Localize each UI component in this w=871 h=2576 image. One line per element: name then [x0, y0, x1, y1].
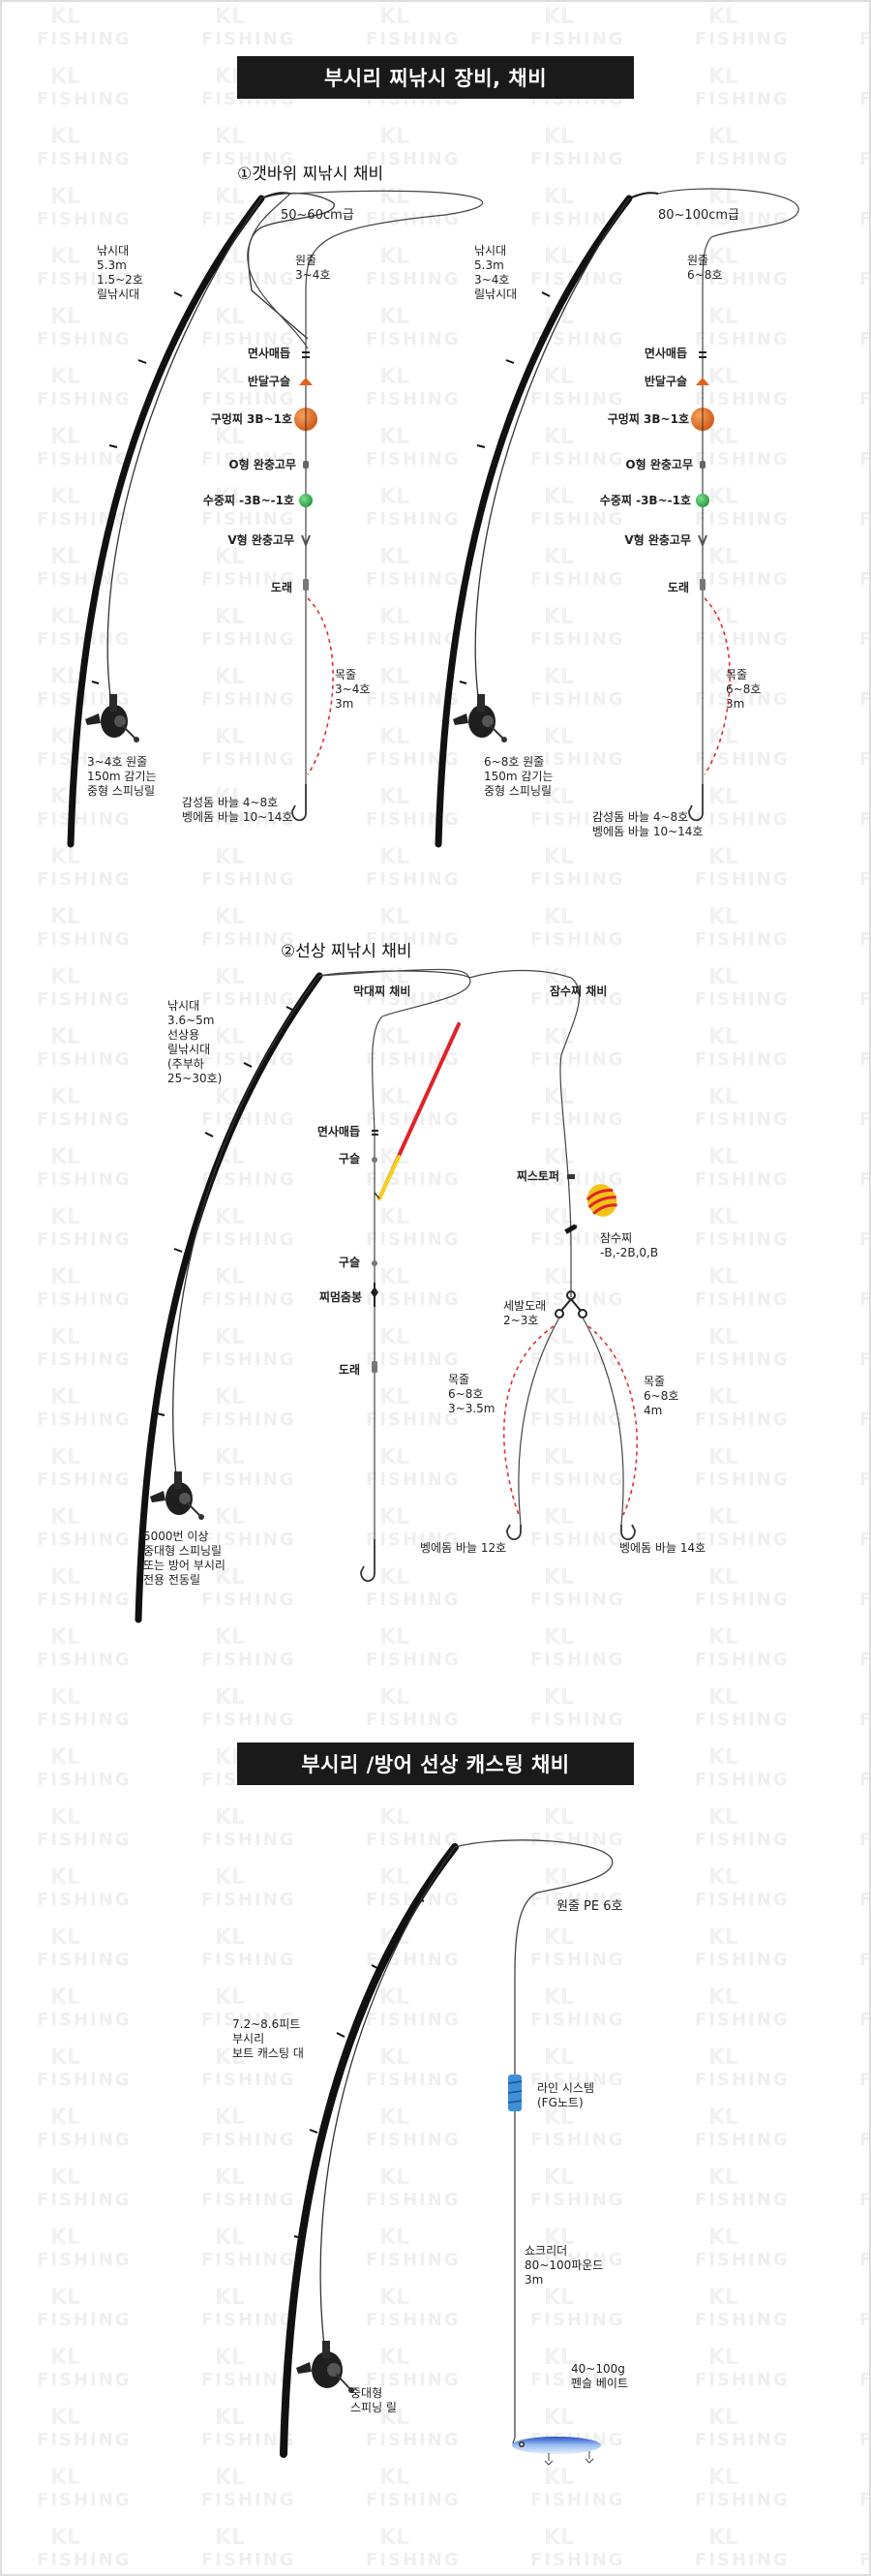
right-rod-label: 낚시대 5.3m 3~4호 릴낚시대 [474, 244, 518, 301]
cast-leader-label: 쇼크리더 80~100파운드 3m [525, 2244, 604, 2287]
stick-snap-label: 도래 [338, 1363, 360, 1377]
stick-stopper-label: 찌멈춤봉 [318, 1290, 362, 1304]
rig-left-1 [67, 190, 484, 848]
right-float-label: 구멍찌 3B~1호 [607, 412, 689, 426]
stick-swivel-label: 면사매듭 [316, 1125, 360, 1138]
sink-rig-title: 잠수찌 채비 [550, 985, 608, 998]
stick-hook-label: 벵에돔 바늘 12호 [420, 1541, 507, 1555]
cast-lure-label: 40~100g 펜슬 베이트 [571, 2362, 629, 2390]
sink-hook-label: 벵에돔 바늘 14호 [619, 1541, 706, 1555]
left-bead-label: 반달구슬 [247, 375, 290, 388]
rig-right-1 [435, 188, 799, 848]
right-subfloat-label: 수중찌 -3B~-1호 [599, 494, 691, 507]
cast-reel-label: 중대형 스피닝 릴 [350, 2386, 397, 2414]
banner-casting-rig: 부시리 /방어 선상 캐스팅 채비 [237, 1743, 634, 1785]
right-reel-label: 6~8호 원줄 150m 감기는 중형 스피닝릴 [484, 755, 554, 798]
left-swivel-label: 면사매듭 [247, 347, 290, 360]
sink-tri-label: 세발도래 2~3호 [503, 1299, 547, 1327]
rig-boat-float [135, 968, 638, 1623]
section-title-boat: ②선상 찌낚시 채비 [281, 942, 412, 961]
sink-leader-label: 목줄 6~8호 4m [644, 1375, 679, 1417]
right-size-label: 80~100cm급 [658, 208, 740, 223]
cast-rod-label: 7.2~8.6피트 부시리 보트 캐스팅 대 [232, 2017, 304, 2060]
right-hook-label: 감성돔 바늘 4~8호 벵에돔 바늘 10~14호 [592, 810, 704, 838]
sink-float-label: 잠수찌 -B,-2B,0,B [600, 1231, 659, 1259]
right-bead-label: 반달구슬 [644, 375, 687, 388]
left-hook-label: 감성돔 바늘 4~8호 벵에돔 바늘 10~14호 [182, 796, 293, 824]
stick-bead2-label: 구슬 [338, 1256, 360, 1269]
right-cushion1-label: O형 완충고무 [625, 458, 693, 471]
left-mainline-label: 원줄 3~4호 [295, 254, 331, 282]
boat-reel-label: 5000번 이상 중대형 스피닝릴 또는 방어 부시리 전용 전동릴 [143, 1530, 225, 1587]
sink-stopper-label: 찌스토퍼 [516, 1169, 559, 1183]
cast-mainline-label: 원줄 PE 6호 [556, 1899, 623, 1914]
rig-casting [280, 1839, 614, 2466]
banner-float-rig: 부시리 찌낚시 장비, 채비 [237, 56, 634, 99]
right-mainline-label: 원줄 6~8호 [687, 254, 723, 282]
left-rod-label: 낚시대 5.3m 1.5~2호 릴낚시대 [97, 244, 143, 301]
left-float-label: 구멍찌 3B~1호 [210, 412, 292, 426]
left-subfloat-label: 수중찌 -3B~-1호 [202, 494, 294, 507]
left-reel-label: 3~4호 원줄 150m 감기는 중형 스피닝릴 [87, 755, 157, 798]
cast-knot-label: 라인 시스템 (FG노트) [537, 2081, 595, 2109]
boat-rod-label: 낚시대 3.6~5m 선상용 릴낚시대 (추부하 25~30호) [167, 999, 223, 1085]
right-snap-label: 도래 [667, 581, 689, 594]
left-leader-label: 목줄 3~4호 3m [335, 668, 371, 711]
section-title-rock: ①갯바위 찌낚시 채비 [237, 165, 384, 184]
left-cushion1-label: O형 완충고무 [228, 458, 296, 471]
stick-bead1-label: 구슬 [338, 1152, 360, 1166]
stick-rig-title: 막대찌 채비 [353, 985, 411, 998]
stick-leader-label: 목줄 6~8호 3~3.5m [448, 1373, 496, 1415]
left-snap-label: 도래 [270, 581, 292, 594]
right-leader-label: 목줄 6~8호 3m [726, 668, 762, 711]
left-cushion2-label: V형 완충고무 [227, 533, 294, 547]
right-swivel-label: 면사매듭 [644, 347, 687, 360]
left-size-label: 50~60cm급 [281, 208, 354, 223]
right-cushion2-label: V형 완충고무 [624, 533, 691, 547]
